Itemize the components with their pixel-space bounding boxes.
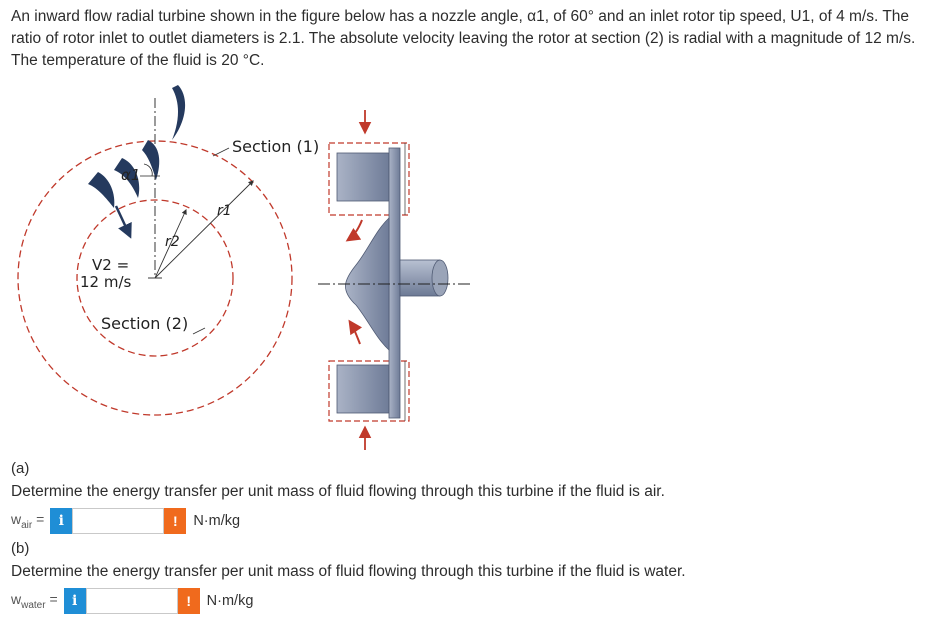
problem-statement: An inward flow radial turbine shown in t…: [11, 8, 916, 69]
w-water-unit: N·m/kg: [206, 593, 254, 609]
warning-icon[interactable]: !: [177, 588, 200, 614]
flow-arrow-upper: [345, 219, 363, 242]
part-a-label: (a): [11, 460, 30, 477]
part-b-question: Determine the energy transfer per unit m…: [11, 563, 686, 580]
blade-shape: [172, 85, 186, 140]
alpha-label: α1: [121, 166, 140, 184]
blade-shape: [114, 158, 140, 198]
inner-section-circle: [76, 199, 234, 357]
blade-shape: [142, 140, 160, 180]
turbine-figure: α1 r1 r2 V2 = 12 m/s Section (2) Section…: [17, 85, 470, 450]
w-water-input[interactable]: [85, 588, 178, 614]
r2-line: [154, 209, 187, 279]
part-a-answer-row: wair = i ! N·m/kg: [11, 504, 240, 538]
part-b-label: (b): [11, 540, 30, 557]
v2-label: V2 =: [92, 256, 129, 274]
part-a-question: Determine the energy transfer per unit m…: [11, 483, 665, 500]
r2-label: r2: [165, 234, 180, 250]
v2-value: 12 m/s: [80, 273, 132, 291]
outer-section-circle: [17, 140, 293, 416]
w-air-symbol: wair =: [11, 511, 45, 531]
section-circles: [17, 98, 293, 416]
flow-arrow-lower: [348, 319, 363, 345]
part-b-answer-row: wwater = i ! N·m/kg: [11, 584, 253, 618]
nozzle-blades: [88, 85, 186, 208]
w-water-symbol: wwater =: [11, 591, 58, 611]
r1-label: r1: [217, 203, 232, 219]
w-air-input[interactable]: [72, 508, 165, 534]
info-icon[interactable]: i: [50, 508, 73, 534]
r1-line: [154, 180, 254, 279]
w-air-unit: N·m/kg: [193, 513, 241, 529]
section1-label: Section (1): [232, 137, 319, 156]
section2-label: Section (2): [101, 314, 188, 333]
warning-icon[interactable]: !: [164, 508, 187, 534]
info-icon[interactable]: i: [63, 588, 86, 614]
blade-shape: [88, 172, 115, 208]
rotor-cross-section: [318, 142, 470, 422]
